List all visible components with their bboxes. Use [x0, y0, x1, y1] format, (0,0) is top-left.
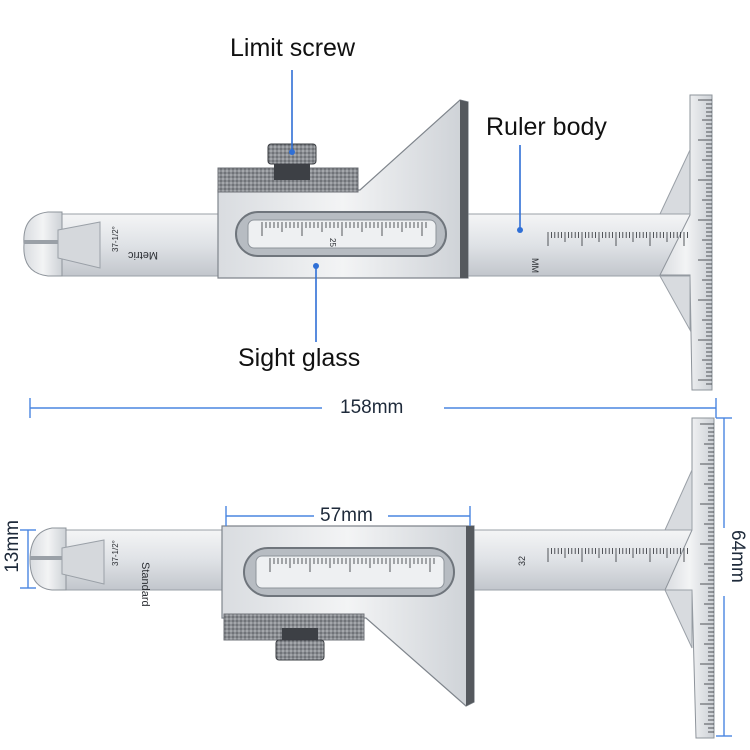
top-limit-screw-shaft — [274, 160, 310, 180]
top-unit-mark: MM — [530, 258, 540, 273]
bottom-fraction-mark: 37-1/2° — [111, 540, 120, 566]
callout-leaders — [289, 70, 523, 342]
ruler-body-label: Ruler body — [486, 113, 607, 141]
bottom-gauge — [29, 417, 715, 739]
head-height-label: 13mm — [2, 520, 23, 573]
bottom-blade-scale — [700, 423, 714, 733]
bottom-ruler-scale — [547, 548, 688, 562]
top-blade-scale — [698, 99, 712, 385]
top-gauge — [23, 94, 713, 391]
limit-screw-label: Limit screw — [230, 34, 356, 62]
bottom-t-blade — [664, 417, 715, 739]
top-scale-label: Metric — [128, 249, 158, 261]
top-window-scale — [261, 222, 427, 236]
sight-glass-leader-dot — [313, 263, 319, 269]
bottom-scale-label: Standard — [139, 562, 151, 607]
blade-height-label: 64mm — [727, 530, 748, 583]
ruler-body-leader-dot — [517, 227, 523, 233]
bottom-ruler-bar — [469, 529, 696, 591]
overall-length-label: 158mm — [340, 397, 404, 418]
body-width-label: 57mm — [320, 505, 373, 526]
limit-screw-leader-dot — [289, 149, 295, 155]
top-window-mark: 25 — [328, 238, 337, 247]
bottom-window-scale — [269, 558, 435, 572]
top-fraction-mark: 37-1/2° — [111, 226, 120, 252]
bottom-limit-screw-knob — [275, 639, 325, 661]
top-ruler-scale — [547, 232, 688, 246]
bottom-mark: 32 — [517, 556, 527, 566]
engravings: Metric 37-1/2° MM 25 Standard 37-1/2° 32 — [111, 226, 540, 607]
sight-glass-label: Sight glass — [238, 344, 361, 372]
top-ruler-bar — [464, 213, 696, 277]
dimension-lines — [20, 398, 732, 737]
